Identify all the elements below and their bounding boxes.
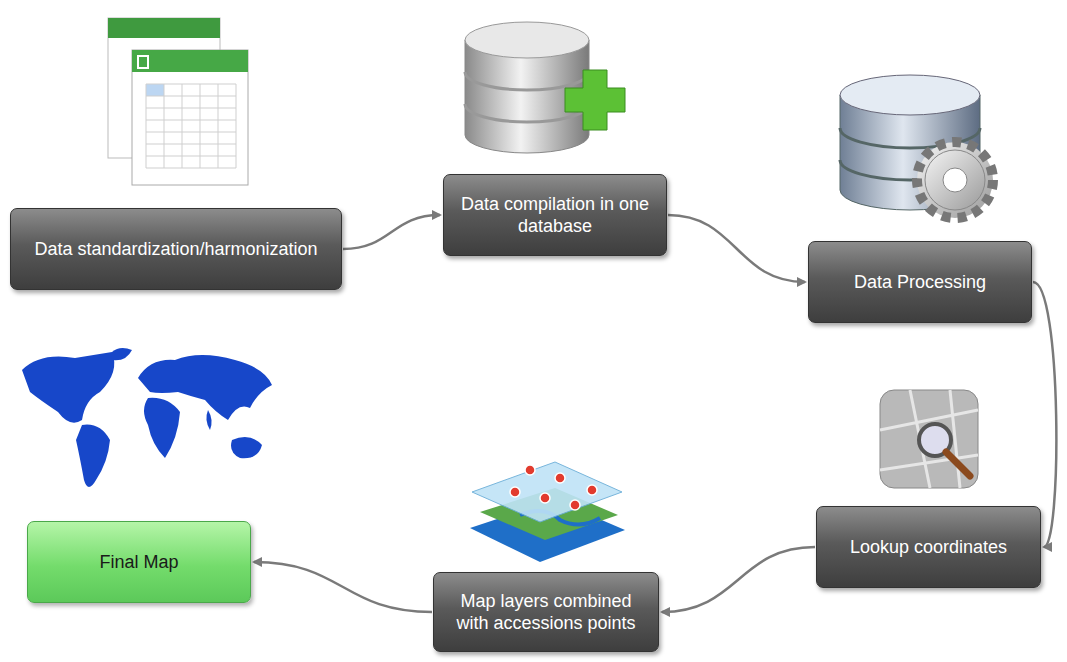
map-search-icon <box>880 390 978 488</box>
flow-arrow <box>668 215 805 282</box>
world-map <box>22 348 272 487</box>
spreadsheet-icon <box>108 18 248 185</box>
step-label: Map layers combined with accessions poin… <box>448 590 644 635</box>
flow-arrow <box>662 547 815 612</box>
step-label: Data compilation in one database <box>458 193 652 238</box>
result-box: Final Map <box>27 521 251 603</box>
flow-arrow <box>343 215 440 249</box>
process-box: Lookup coordinates <box>816 506 1041 588</box>
step-label: Data standardization/harmonization <box>34 238 317 261</box>
map-layers-icon <box>470 462 625 562</box>
step-label: Lookup coordinates <box>850 536 1007 559</box>
process-box: Data Processing <box>808 241 1032 323</box>
step-label: Data Processing <box>854 271 986 294</box>
flow-arrow <box>254 562 432 612</box>
step-label: Final Map <box>99 551 178 574</box>
process-box: Data standardization/harmonization <box>10 208 342 290</box>
database-add-icon <box>465 22 625 153</box>
process-box: Map layers combined with accessions poin… <box>433 572 659 652</box>
process-box: Data compilation in one database <box>443 174 667 256</box>
database-settings-icon <box>840 75 993 218</box>
